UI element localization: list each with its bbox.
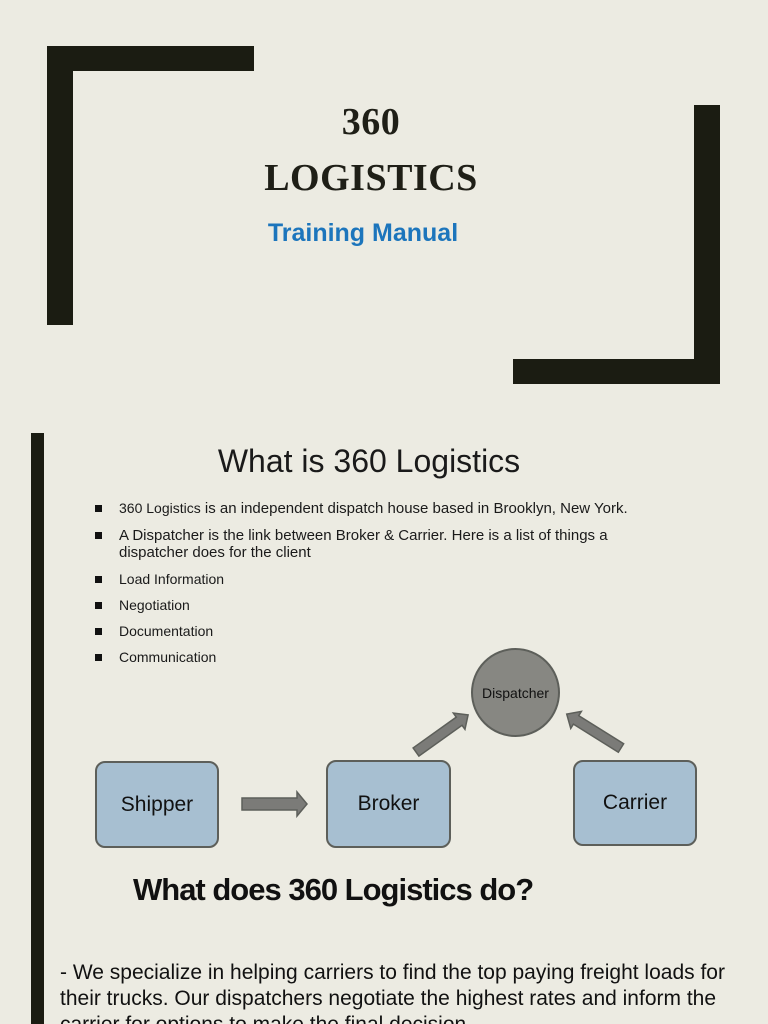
bullet-text: Documentation — [119, 623, 214, 639]
bullet-square-icon — [95, 532, 102, 539]
corner-bar-left — [47, 46, 73, 325]
section2-heading: What does 360 Logistics do? — [133, 872, 534, 907]
bullet-text: Negotiation — [119, 597, 190, 613]
bullet-square-icon — [95, 602, 102, 609]
bullet-strong: 360 Logistics — [119, 500, 201, 516]
bullet-item: 360 Logistics is an independent dispatch… — [93, 500, 653, 517]
dispatcher-node: Dispatcher — [471, 648, 560, 737]
corner-bar-bottom — [513, 359, 720, 384]
corner-bar-top — [47, 46, 254, 71]
bullet-list: 360 Logistics is an independent dispatch… — [93, 500, 653, 675]
cover-title-line1: 360 — [341, 101, 401, 143]
bullet-item: Negotiation — [93, 597, 653, 613]
bullet-text: Load Information — [119, 571, 225, 587]
bullet-text: is an independent dispatch house based i… — [200, 500, 628, 517]
bullet-text: Communication — [119, 649, 217, 665]
shipper-node: Shipper — [95, 761, 219, 848]
carrier-node: Carrier — [573, 760, 697, 846]
corner-bar-right — [694, 105, 720, 384]
bullet-square-icon — [95, 654, 102, 661]
section2-body: - We specialize in helping carriers to f… — [60, 961, 725, 1024]
slide-left-bar — [31, 433, 44, 1024]
bullet-square-icon — [95, 576, 102, 583]
arrow-shipper-broker — [241, 789, 308, 819]
bullet-square-icon — [95, 505, 102, 512]
arrow-carrier-dispatcher — [565, 710, 625, 754]
bullet-text: A Dispatcher is the link between Broker … — [119, 527, 608, 561]
cover-subtitle: Training Manual — [267, 219, 459, 247]
bullet-square-icon — [95, 628, 102, 635]
broker-node: Broker — [326, 760, 451, 848]
slide-heading: What is 360 Logistics — [217, 443, 521, 479]
arrow-broker-dispatcher — [412, 712, 470, 758]
bullet-item: Load Information — [93, 571, 653, 587]
cover-title-line2: LOGISTICS — [264, 157, 478, 199]
bullet-item: Communication — [93, 649, 653, 665]
bullet-item: A Dispatcher is the link between Broker … — [93, 527, 653, 561]
bullet-item: Documentation — [93, 623, 653, 639]
